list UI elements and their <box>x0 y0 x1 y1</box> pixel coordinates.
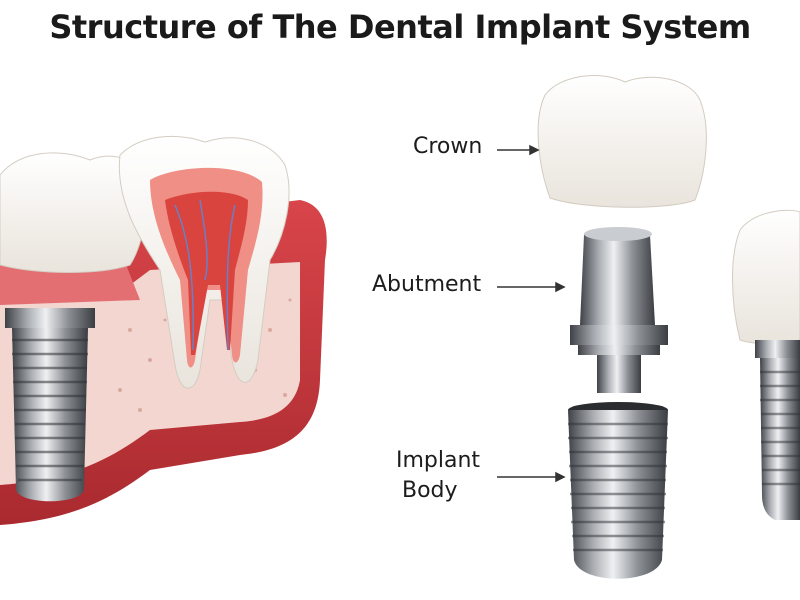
label-arrows <box>497 144 566 483</box>
diagram-title: Structure of The Dental Implant System <box>49 8 751 46</box>
nerves <box>174 199 236 351</box>
implant-body-label: Implant Body <box>396 446 480 506</box>
assembled-implant <box>732 209 800 520</box>
implant-label-line1: Implant <box>396 448 481 473</box>
implant-in-jaw <box>5 308 95 502</box>
crown-label: Crown <box>413 134 483 159</box>
jaw-cross-section <box>0 135 327 525</box>
implant-label-line2: Body <box>402 478 458 503</box>
abutment-label: Abutment <box>372 272 482 297</box>
implant-body-component <box>568 402 668 579</box>
natural-tooth <box>118 135 290 389</box>
crown-component <box>537 75 707 208</box>
abutment-component <box>570 227 668 393</box>
